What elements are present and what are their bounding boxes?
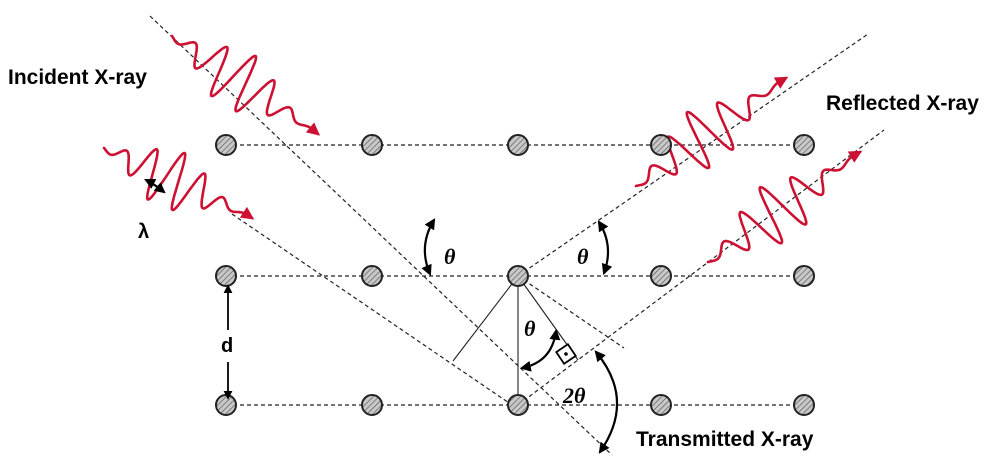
atom bbox=[215, 134, 237, 156]
path-difference-construction bbox=[452, 275, 579, 405]
atom bbox=[650, 134, 672, 156]
ray-paths bbox=[149, 15, 885, 456]
incident-xray-label: Incident X-ray bbox=[8, 66, 147, 89]
reflected-waves bbox=[634, 76, 863, 264]
incident-waves bbox=[102, 34, 320, 220]
atom bbox=[650, 394, 672, 416]
theta-arc-normal bbox=[519, 328, 561, 372]
theta-label-normal: θ bbox=[524, 316, 536, 341]
theta-arc-incident bbox=[421, 218, 436, 277]
d-spacing-label: d bbox=[221, 335, 233, 357]
atom bbox=[215, 394, 237, 416]
atom bbox=[361, 394, 383, 416]
lattice-atoms bbox=[215, 134, 815, 416]
atom bbox=[507, 265, 529, 287]
incident-ray-lower-path bbox=[231, 213, 513, 406]
atom bbox=[361, 134, 383, 156]
transmitted-ray-path bbox=[517, 275, 625, 349]
atom bbox=[793, 394, 815, 416]
incident-wave-lower bbox=[102, 146, 255, 220]
two-theta-arc bbox=[594, 350, 619, 454]
atom bbox=[215, 265, 237, 287]
atom bbox=[507, 394, 529, 416]
reflected-ray-lower-path bbox=[517, 129, 885, 406]
right-angle-marker bbox=[555, 343, 577, 365]
two-theta-label: 2θ bbox=[562, 383, 586, 408]
reflected-wave-upper bbox=[634, 76, 789, 188]
reflected-xray-label: Reflected X-ray bbox=[826, 92, 979, 115]
angle-arcs bbox=[421, 218, 619, 454]
incident-wave-upper bbox=[170, 34, 320, 136]
incident-ray-upper-path bbox=[149, 15, 613, 456]
theta-label-incident: θ bbox=[444, 244, 456, 269]
wavelength-marker bbox=[144, 179, 166, 194]
atom bbox=[507, 134, 529, 156]
atom bbox=[793, 134, 815, 156]
reflected-wave-lower bbox=[706, 150, 863, 264]
atom bbox=[650, 265, 672, 287]
wavelength-label: λ bbox=[138, 221, 149, 243]
atom bbox=[361, 265, 383, 287]
transmitted-xray-label: Transmitted X-ray bbox=[636, 428, 814, 451]
atom bbox=[793, 265, 815, 287]
theta-arc-reflected bbox=[597, 220, 613, 276]
perpendicular-to-incident bbox=[452, 275, 519, 362]
theta-label-reflected: θ bbox=[577, 244, 589, 269]
